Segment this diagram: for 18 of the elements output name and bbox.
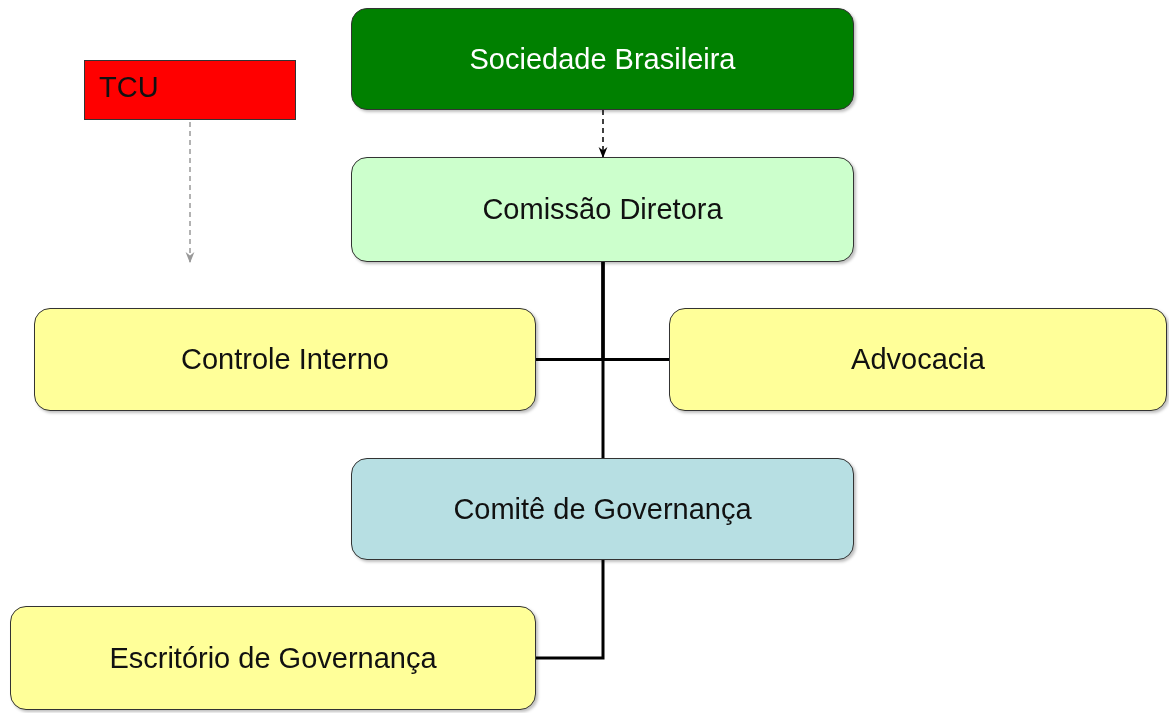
office-box (10, 606, 536, 710)
arrow (185, 121, 195, 264)
organization-box (351, 8, 854, 110)
department-box (669, 308, 1167, 411)
node-label: Comissão Diretora (482, 193, 723, 226)
node-label: Advocacia (851, 343, 985, 376)
node-label: Comitê de Governança (453, 492, 752, 526)
connector-line (536, 560, 605, 660)
node-label: Controle Interno (181, 343, 389, 376)
board-box (351, 157, 854, 262)
node-label: Sociedade Brasileira (469, 42, 736, 76)
arrow (598, 109, 608, 159)
department-box (34, 308, 536, 411)
node-label: Escritório de Governança (109, 641, 437, 675)
committee-box (351, 458, 854, 560)
auditor-box (84, 60, 296, 120)
node-label: TCU (99, 71, 159, 104)
connector-line (601, 262, 605, 458)
